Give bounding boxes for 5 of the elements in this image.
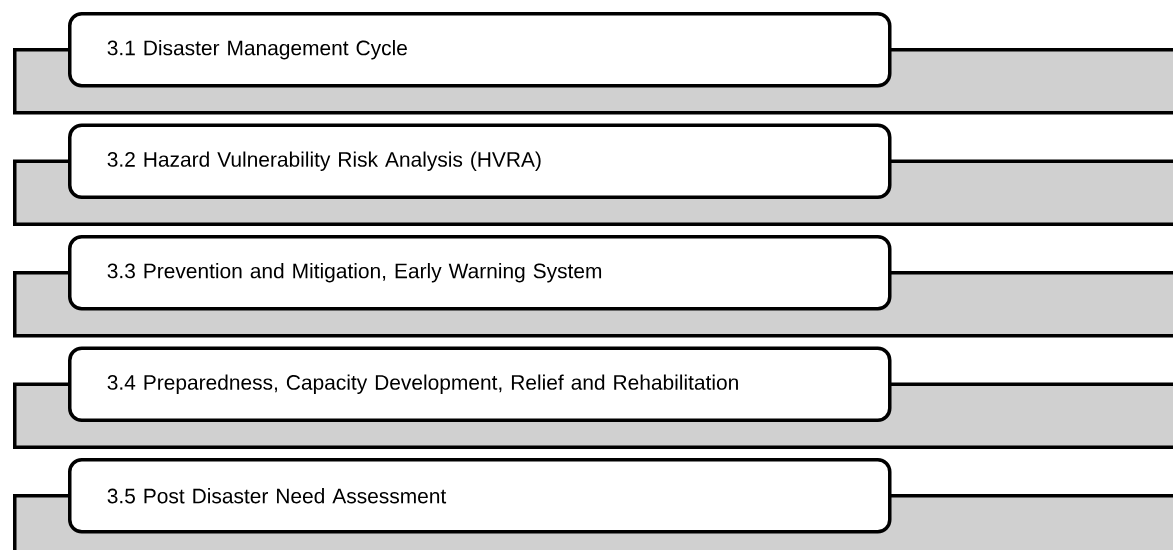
section-box: 3.5 Post Disaster Need Assessment bbox=[68, 458, 892, 534]
section-box: 3.2 Hazard Vulnerability Risk Analysis (HVRA) bbox=[68, 123, 892, 199]
section-box: 3.3 Prevention and Mitigation, Early Warning System bbox=[68, 235, 892, 311]
section-box: 3.4 Preparedness, Capacity Development, Relief and Rehabilitation bbox=[68, 346, 892, 422]
section-box: 3.1 Disaster Management Cycle bbox=[68, 12, 892, 88]
